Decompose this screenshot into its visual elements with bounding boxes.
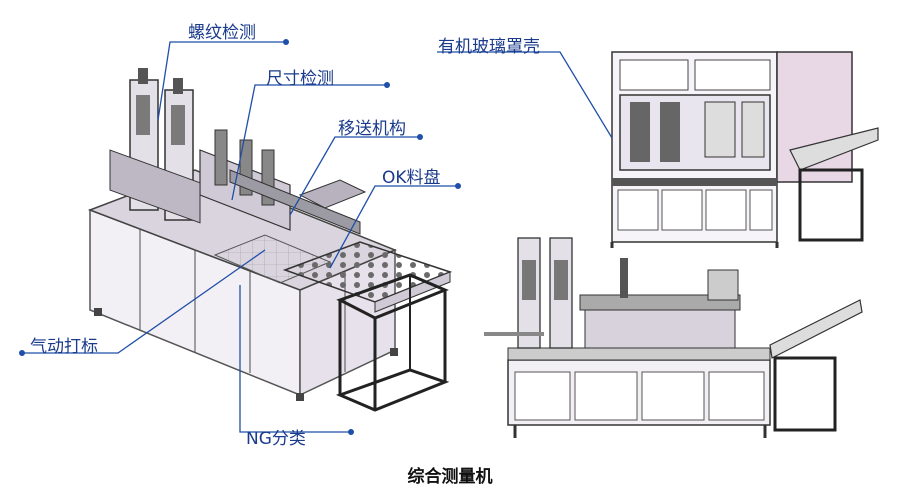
callout-glass-cover: 有机玻璃罩壳 xyxy=(438,37,540,57)
figure-caption: 综合测量机 xyxy=(407,467,493,487)
callout-dots xyxy=(19,39,461,435)
side-view-machine xyxy=(484,237,863,438)
callout-pneumatic-marking: 气动打标 xyxy=(30,337,98,357)
isometric-machine xyxy=(87,68,453,412)
callout-thread-inspection: 螺纹检测 xyxy=(188,23,256,43)
callout-lines xyxy=(22,41,613,433)
callout-ng-sorting: NG分类 xyxy=(246,429,306,449)
callout-size-inspection: 尺寸检测 xyxy=(266,69,334,89)
callout-transfer-mechanism: 移送机构 xyxy=(338,119,406,139)
callout-ok-tray: OK料盘 xyxy=(382,168,441,188)
transfer-rail xyxy=(229,169,361,235)
enclosed-machine xyxy=(610,51,879,248)
ng-sort-frame xyxy=(335,273,450,412)
